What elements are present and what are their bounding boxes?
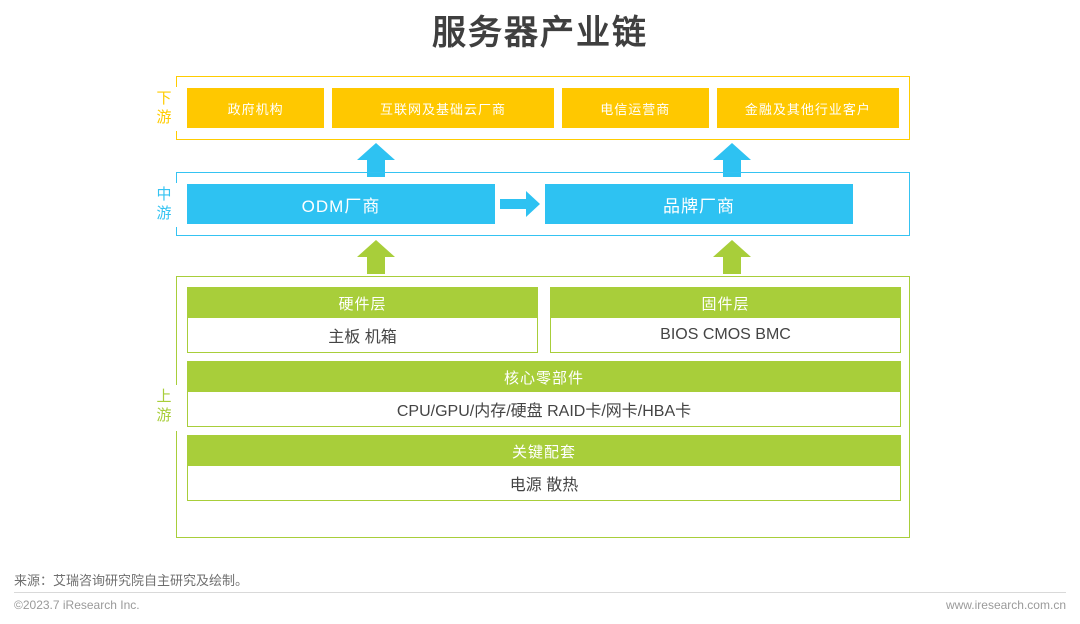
website-url: www.iresearch.com.cn bbox=[945, 598, 1066, 612]
downstream-chip-row: 政府机构 互联网及基础云厂商 电信运营商 金融及其他行业客户 bbox=[177, 77, 909, 139]
upstream-row-3: 关键配套 电源 散热 bbox=[187, 435, 901, 501]
downstream-section: 下 游 政府机构 互联网及基础云厂商 电信运营商 金融及其他行业客户 bbox=[151, 76, 910, 140]
upstream-card-hardware-layer-head: 硬件层 bbox=[188, 288, 537, 318]
upstream-card-core-components-body: CPU/GPU/内存/硬盘 RAID卡/网卡/HBA卡 bbox=[188, 392, 900, 426]
downstream-chip-finance-other[interactable]: 金融及其他行业客户 bbox=[716, 88, 900, 128]
copyright-text: ©2023.7 iResearch Inc. bbox=[14, 598, 140, 612]
upstream-label: 上 游 bbox=[151, 387, 177, 429]
downstream-chip-government[interactable]: 政府机构 bbox=[187, 88, 325, 128]
midstream-label: 中 游 bbox=[151, 185, 177, 225]
downstream-chip-internet-cloud[interactable]: 互联网及基础云厂商 bbox=[332, 88, 554, 128]
upstream-card-hardware-layer-body: 主板 机箱 bbox=[188, 318, 537, 352]
midstream-box-brand[interactable]: 品牌厂商 bbox=[545, 184, 853, 224]
upstream-card-key-supporting[interactable]: 关键配套 电源 散热 bbox=[187, 435, 901, 501]
upstream-row-2: 核心零部件 CPU/GPU/内存/硬盘 RAID卡/网卡/HBA卡 bbox=[187, 361, 901, 427]
arrow-up-to-mid-right-icon bbox=[713, 240, 751, 274]
midstream-section: 中 游 ODM厂商 品牌厂商 bbox=[151, 172, 910, 236]
odm-to-brand-arrow-icon bbox=[495, 184, 545, 224]
upstream-row-1: 硬件层 主板 机箱 固件层 BIOS CMOS BMC bbox=[187, 287, 901, 353]
upstream-card-grid: 硬件层 主板 机箱 固件层 BIOS CMOS BMC 核心零部件 CPU/GP… bbox=[187, 287, 901, 529]
upstream-card-key-supporting-body: 电源 散热 bbox=[188, 466, 900, 500]
page-title: 服务器产业链 bbox=[432, 14, 648, 52]
upstream-card-key-supporting-head: 关键配套 bbox=[188, 436, 900, 466]
upstream-card-hardware-layer[interactable]: 硬件层 主板 机箱 bbox=[187, 287, 538, 353]
upstream-card-firmware-layer-head: 固件层 bbox=[551, 288, 900, 318]
midstream-box-odm[interactable]: ODM厂商 bbox=[187, 184, 495, 224]
upstream-card-core-components-head: 核心零部件 bbox=[188, 362, 900, 392]
footer-divider bbox=[14, 592, 1066, 593]
upstream-card-firmware-layer[interactable]: 固件层 BIOS CMOS BMC bbox=[550, 287, 901, 353]
upstream-section: 上 游 硬件层 主板 机箱 固件层 BIOS CMOS BMC 核心零部件 CP… bbox=[151, 276, 910, 538]
downstream-chip-telecom[interactable]: 电信运营商 bbox=[561, 88, 709, 128]
midstream-row: ODM厂商 品牌厂商 bbox=[177, 173, 909, 235]
upstream-card-firmware-layer-body: BIOS CMOS BMC bbox=[551, 318, 900, 352]
upstream-card-core-components[interactable]: 核心零部件 CPU/GPU/内存/硬盘 RAID卡/网卡/HBA卡 bbox=[187, 361, 901, 427]
arrow-mid-to-downstream-left-icon bbox=[357, 143, 395, 177]
downstream-label: 下 游 bbox=[151, 89, 177, 129]
source-note: 来源：艾瑞咨询研究院自主研究及绘制。 bbox=[14, 573, 249, 588]
arrow-mid-to-downstream-right-icon bbox=[713, 143, 751, 177]
arrow-up-to-mid-left-icon bbox=[357, 240, 395, 274]
